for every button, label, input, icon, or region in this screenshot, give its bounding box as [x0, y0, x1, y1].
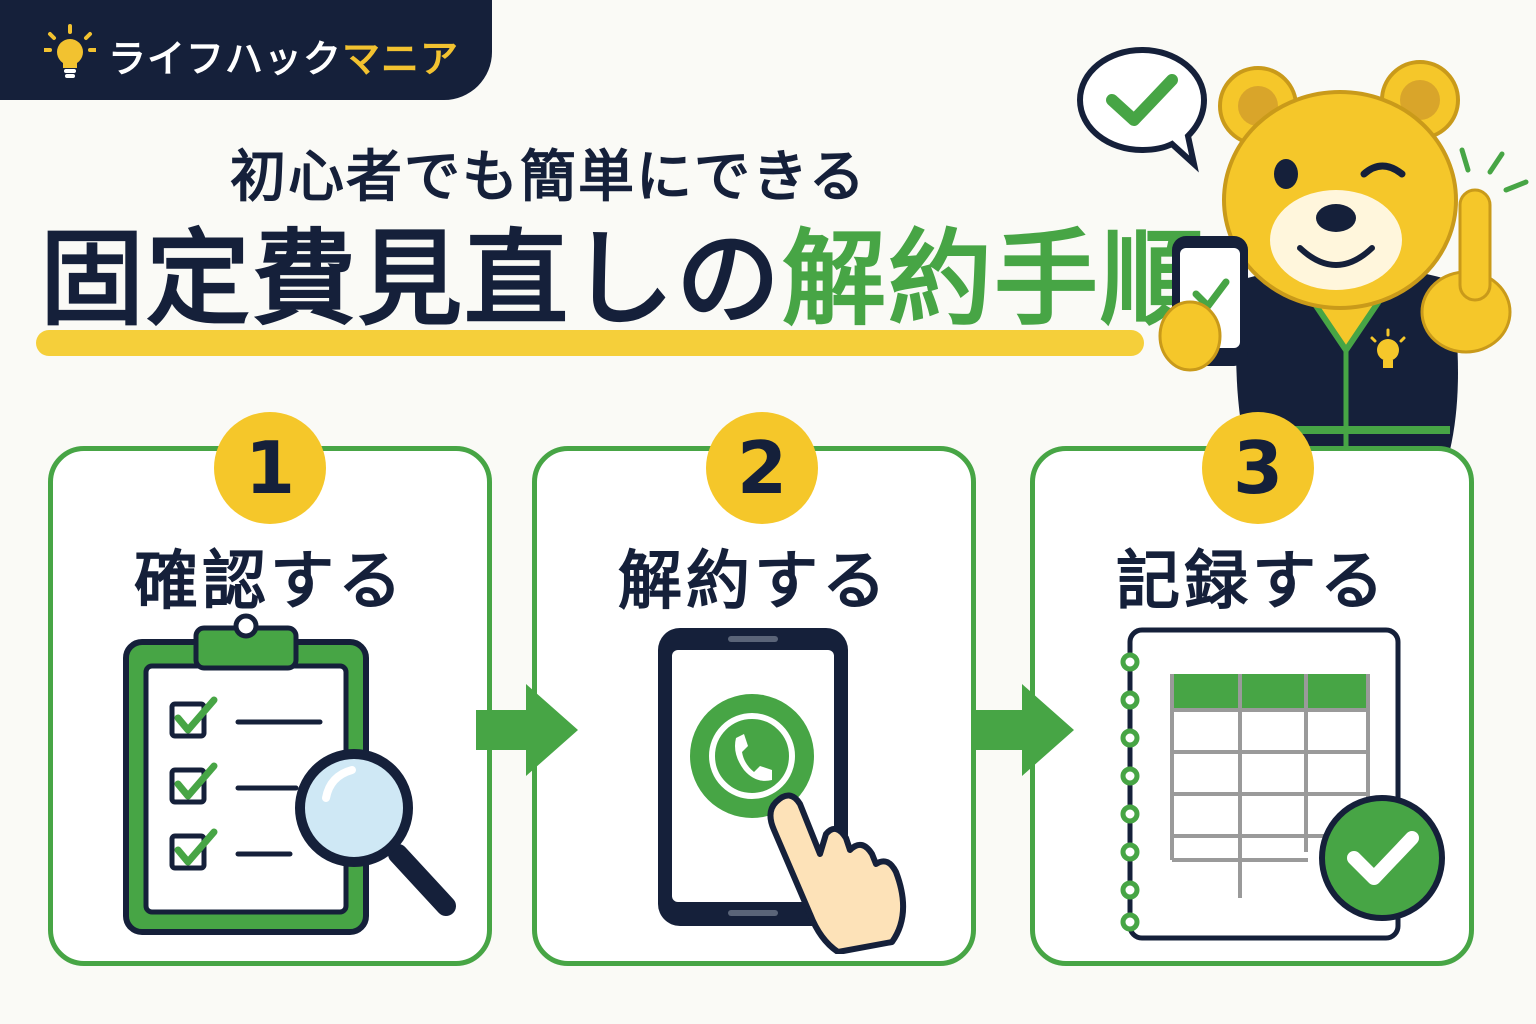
arrow-right-icon: [972, 684, 1074, 776]
brand-tab: ライフハックマニア: [0, 0, 492, 100]
arrow-right-icon: [476, 684, 578, 776]
step-label-2: 解約する: [618, 545, 890, 619]
smartphone-call-icon: [658, 628, 907, 954]
speech-bubble-check-icon: [1076, 46, 1208, 173]
brand-name: ライフハックマニア: [108, 37, 460, 81]
step-number-2: 2: [706, 412, 818, 524]
step-number-1: 1: [214, 412, 326, 524]
step-label-3: 記録する: [1116, 545, 1388, 619]
page-title: 固定費見直しの解約手順: [40, 218, 1207, 340]
spreadsheet-notebook-icon: [1120, 627, 1445, 941]
bear-mascot-icon: [1158, 60, 1529, 450]
step-number-3: 3: [1202, 412, 1314, 524]
title-highlight: [36, 330, 1144, 356]
lightbulb-icon: [44, 24, 96, 78]
page-subtitle: 初心者でも簡単にできる: [230, 145, 867, 210]
step-label-1: 確認する: [134, 545, 406, 619]
clipboard-magnifier-icon: [123, 613, 456, 935]
